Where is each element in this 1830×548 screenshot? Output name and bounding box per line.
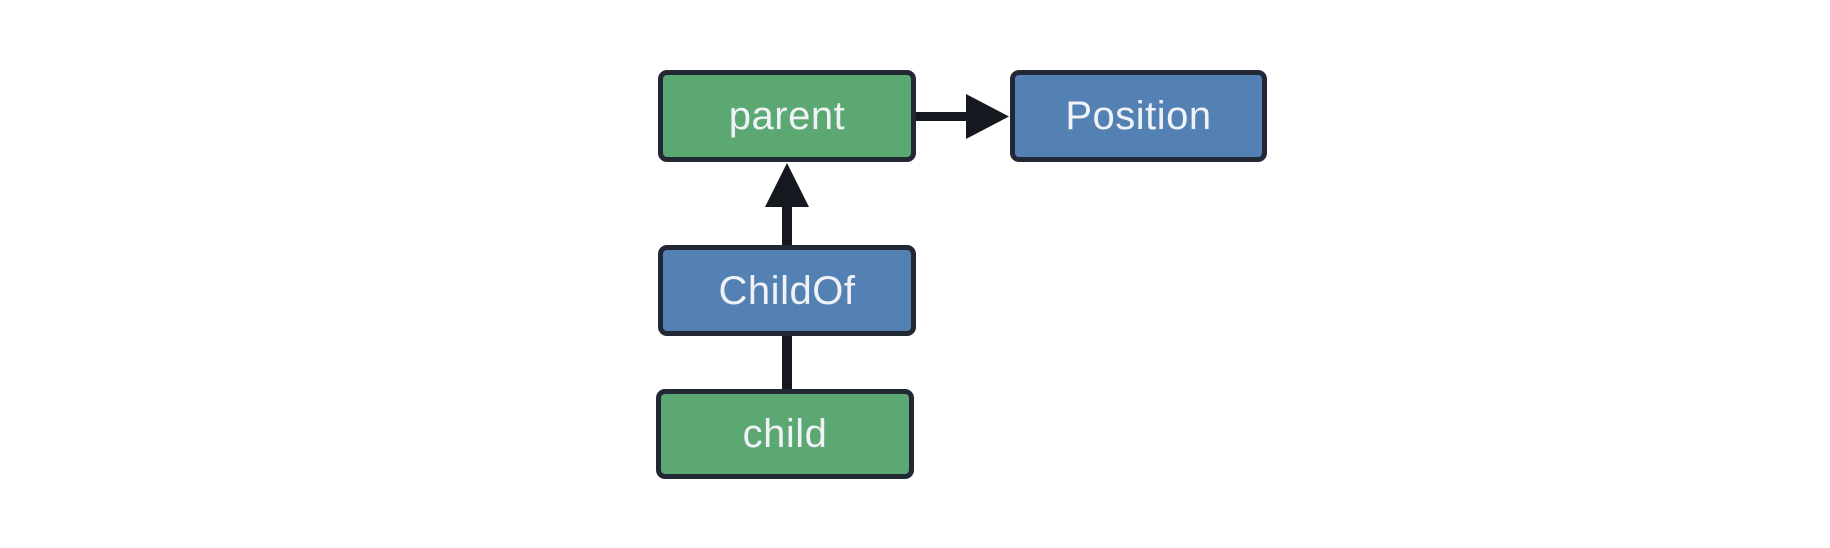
node-child-label: child [742,412,828,456]
node-child: child [656,389,914,479]
edge-parent-to-position-arrow [916,94,1009,139]
edge-shaft [782,204,792,246]
edge-shaft [916,112,969,121]
node-position-label: Position [1065,94,1212,138]
arrowhead-right-icon [966,94,1009,139]
node-childof: ChildOf [658,245,916,336]
node-position: Position [1010,70,1267,162]
node-parent-label: parent [728,94,846,138]
edge-childof-to-parent-arrow [765,163,809,246]
edge-shaft [782,335,792,390]
node-childof-label: ChildOf [718,268,856,313]
edge-child-to-childof-line [782,335,792,390]
node-parent: parent [658,70,916,162]
arrowhead-up-icon [765,163,809,207]
